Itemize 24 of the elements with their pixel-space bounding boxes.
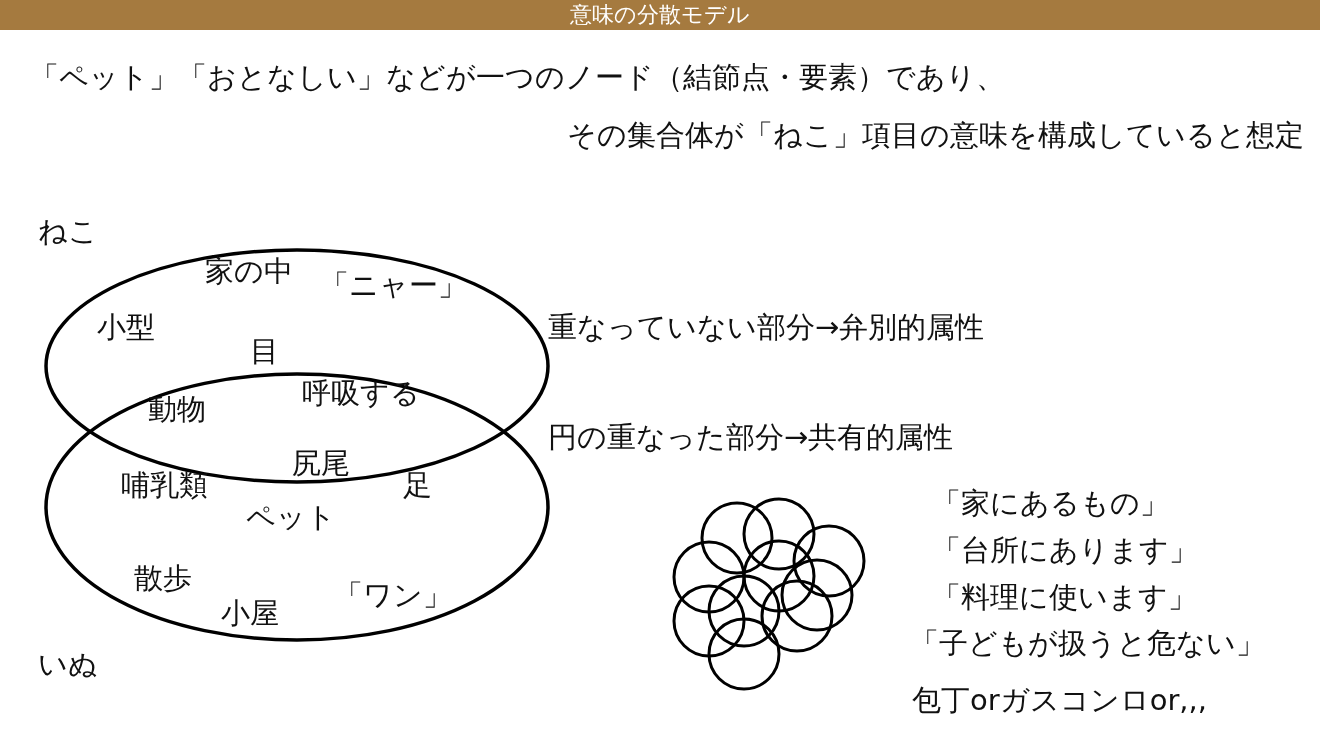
attribute-word: 小型	[97, 310, 155, 344]
description-text: 「ペット」「おとなしい」などが一つのノード（結節点・要素）であり、	[30, 60, 1005, 94]
quote-text: 「料理に使います」	[932, 580, 1197, 614]
attribute-word: 目	[250, 334, 279, 368]
attribute-word: 動物	[148, 392, 206, 426]
attribute-word: 足	[403, 468, 432, 502]
quote-text: 「家にあるもの」	[932, 486, 1169, 520]
annotation-text: 重なっていない部分→弁別的属性	[548, 310, 985, 344]
attribute-word: 「ニャー」	[320, 268, 467, 302]
attribute-word: 小屋	[221, 596, 279, 630]
attribute-word: 散歩	[134, 561, 192, 595]
attribute-word: 家の中	[205, 254, 293, 288]
description-text: その集合体が「ねこ」項目の意味を構成していると想定	[567, 118, 1304, 152]
quote-text: 「台所にあります」	[932, 533, 1198, 567]
attribute-word: 哺乳類	[121, 468, 208, 502]
attribute-word: ペット	[246, 500, 336, 534]
set-label: いぬ	[38, 647, 98, 681]
quote-text: 「子どもが扱うと危ない」	[910, 626, 1265, 660]
attribute-word: 尻尾	[292, 446, 350, 480]
annotation-text: 円の重なった部分→共有的属性	[548, 420, 954, 454]
example-text: 包丁orガスコンロor,,,	[912, 683, 1207, 717]
set-label: ねこ	[38, 214, 98, 248]
attribute-word: 「ワン」	[334, 578, 452, 612]
title: 意味の分散モデル	[569, 1, 751, 29]
